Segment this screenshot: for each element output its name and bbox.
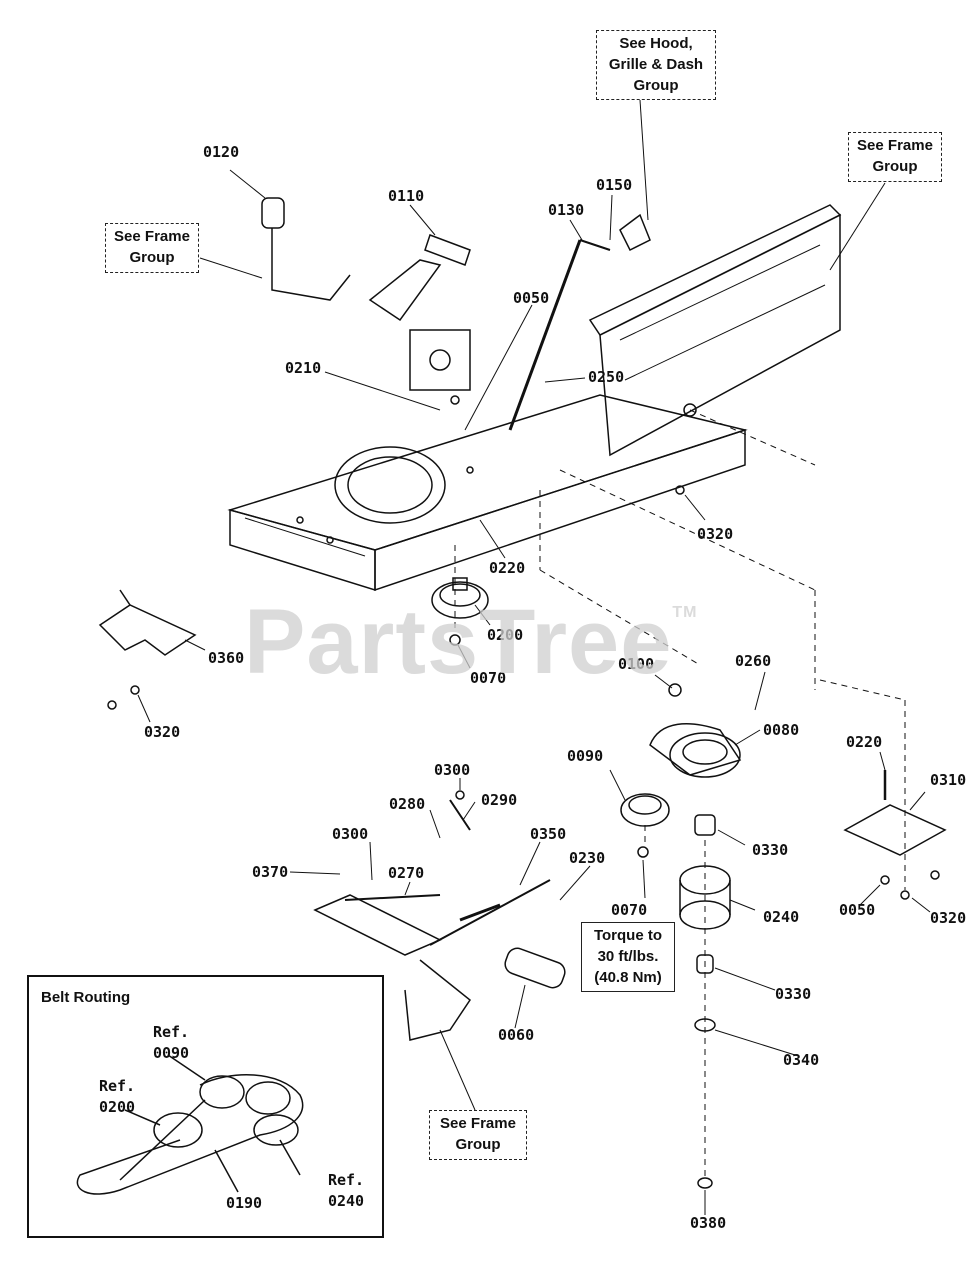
part-label: 0130 [548, 201, 584, 219]
pedal-assembly [261, 197, 471, 391]
part-label: 0350 [530, 825, 566, 843]
part-label: 0220 [489, 559, 525, 577]
part-label: 0100 [618, 655, 654, 673]
part-label: 0220 [846, 733, 882, 751]
inset-title: Belt Routing [41, 989, 131, 1006]
part-label: 0310 [930, 771, 966, 789]
part-label: 0230 [569, 849, 605, 867]
ref-label-0090: Ref. 0090 [152, 1023, 190, 1062]
part-label: 0120 [203, 143, 239, 161]
part-label: 0380 [690, 1214, 726, 1232]
part-label: 0250 [588, 368, 624, 386]
part-label: 0340 [783, 1051, 819, 1069]
frame-assembly [227, 394, 748, 592]
part-label: 0070 [470, 669, 506, 687]
callout-see-frame-group: See Frame Group [429, 1110, 527, 1160]
frame-rail [588, 204, 842, 457]
part-label: 0330 [775, 985, 811, 1003]
part-label: 0290 [481, 791, 517, 809]
phantom-lines [454, 409, 906, 1180]
part-label: 0270 [388, 864, 424, 882]
part-label: 0330 [752, 841, 788, 859]
part-number-labels: 0120 0110 0130 0150 0050 0210 0250 0320 … [144, 143, 966, 1232]
part-label: 0320 [930, 909, 966, 927]
belt-routing-drawing [76, 1054, 304, 1195]
part-label: 0110 [388, 187, 424, 205]
part-label: 0300 [332, 825, 368, 843]
part-label: 0080 [763, 721, 799, 739]
part-label: 0240 [763, 908, 799, 926]
bracket-0310 [843, 770, 947, 856]
belt-routing-inset: Belt Routing Ref. 0090 Ref. 0200 Ref. 02… [27, 975, 384, 1238]
ref-label-0240: Ref. 0240 [327, 1171, 365, 1210]
part-label: 0360 [208, 649, 244, 667]
leader-lines [137, 99, 931, 1215]
part-label: 0260 [735, 652, 771, 670]
callout-see-frame-group: See Frame Group [848, 132, 942, 182]
part-label: 0210 [285, 359, 321, 377]
bracket-0360 [98, 589, 197, 656]
part-label: 0280 [389, 795, 425, 813]
part-label: 0060 [498, 1026, 534, 1044]
watermark: PartsTreeTM [244, 591, 698, 693]
callout-see-frame-group: See Frame Group [105, 223, 199, 273]
part-label: 0150 [596, 176, 632, 194]
part-label: 0300 [434, 761, 470, 779]
callout-torque-spec: Torque to 30 ft/lbs. (40.8 Nm) [581, 922, 675, 992]
clutch-pedal-assembly [313, 799, 566, 1041]
part-label: 0320 [697, 525, 733, 543]
ref-label-0200: Ref. 0200 [98, 1077, 136, 1116]
pulley-0200 [431, 577, 489, 619]
part-label: 0050 [513, 289, 549, 307]
part-label: 0370 [252, 863, 288, 881]
hardware [107, 395, 940, 900]
linkage-rod [508, 213, 651, 431]
part-label: 0320 [144, 723, 180, 741]
pulley-0090 [620, 793, 670, 827]
pulley-0240 [679, 814, 731, 1189]
part-label: 0200 [487, 626, 523, 644]
part-label: 0090 [567, 747, 603, 765]
part-label: 0050 [839, 901, 875, 919]
idler-bracket [649, 723, 742, 778]
part-label: 0070 [611, 901, 647, 919]
callout-see-hood-grille-dash: See Hood, Grille & Dash Group [596, 30, 716, 100]
part-label-0190: 0190 [225, 1194, 263, 1212]
